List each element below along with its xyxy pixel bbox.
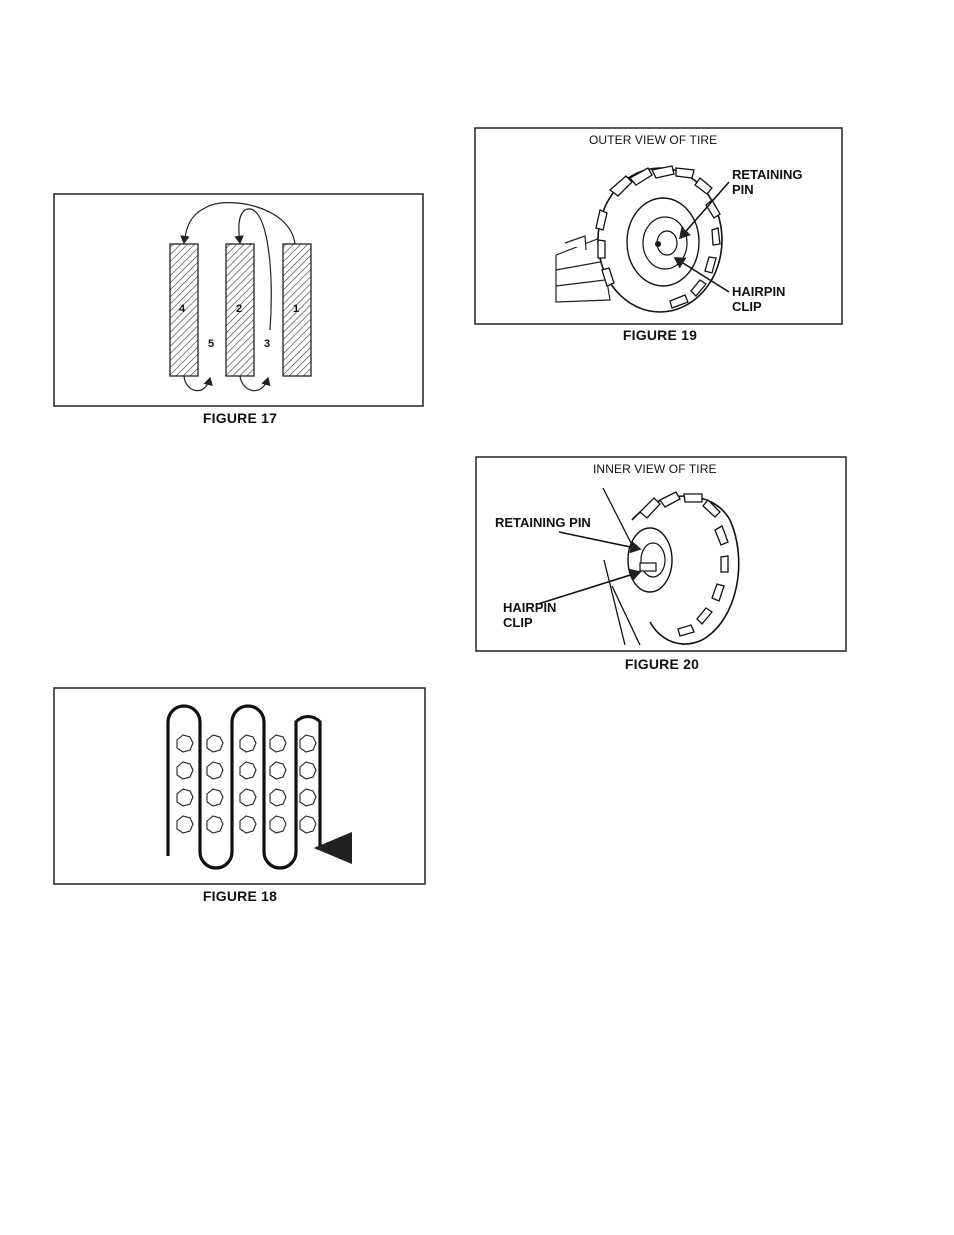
figure18-caption: FIGURE 18 [180, 888, 300, 904]
strip-label-1: 1 [293, 303, 299, 315]
gap-label-5: 5 [208, 338, 214, 350]
leader-retaining-pin [559, 532, 640, 549]
tiller-arm-line-1 [604, 560, 625, 645]
tiller-arm-line-2 [612, 586, 640, 645]
figure17-caption: FIGURE 17 [180, 410, 300, 426]
gap-label-3: 3 [264, 338, 270, 350]
wheel-hub [641, 543, 665, 577]
label-hairpin-clip-line1: HAIRPIN [503, 600, 556, 615]
label-hairpin-clip-line1: HAIRPIN [732, 284, 785, 299]
label-hairpin-clip-line2: CLIP [732, 299, 762, 314]
strip-label-2: 2 [236, 303, 242, 315]
hub-bolt [655, 241, 661, 247]
arrow-bottom-4-to-5 [184, 376, 210, 391]
label-retaining-pin: RETAINING PIN [495, 515, 591, 530]
figure19-title: OUTER VIEW OF TIRE [589, 133, 717, 147]
figure20-caption: FIGURE 20 [602, 656, 722, 672]
figure19-diagram [475, 128, 842, 324]
serpentine-path [168, 706, 320, 868]
strip-label-4: 4 [179, 303, 185, 315]
label-retaining-pin-line1: RETAINING [732, 167, 803, 182]
axle-stub [640, 563, 656, 571]
label-hairpin-clip-line2: CLIP [503, 615, 533, 630]
arrow-bottom-2-to-3 [240, 376, 268, 391]
figure19-caption: FIGURE 19 [600, 327, 720, 343]
figure20-title: INNER VIEW OF TIRE [593, 462, 717, 476]
figure18-frame [54, 688, 425, 884]
figure17-diagram [54, 194, 423, 406]
label-retaining-pin-line2: PIN [732, 182, 754, 197]
figure18-diagram [54, 688, 425, 884]
